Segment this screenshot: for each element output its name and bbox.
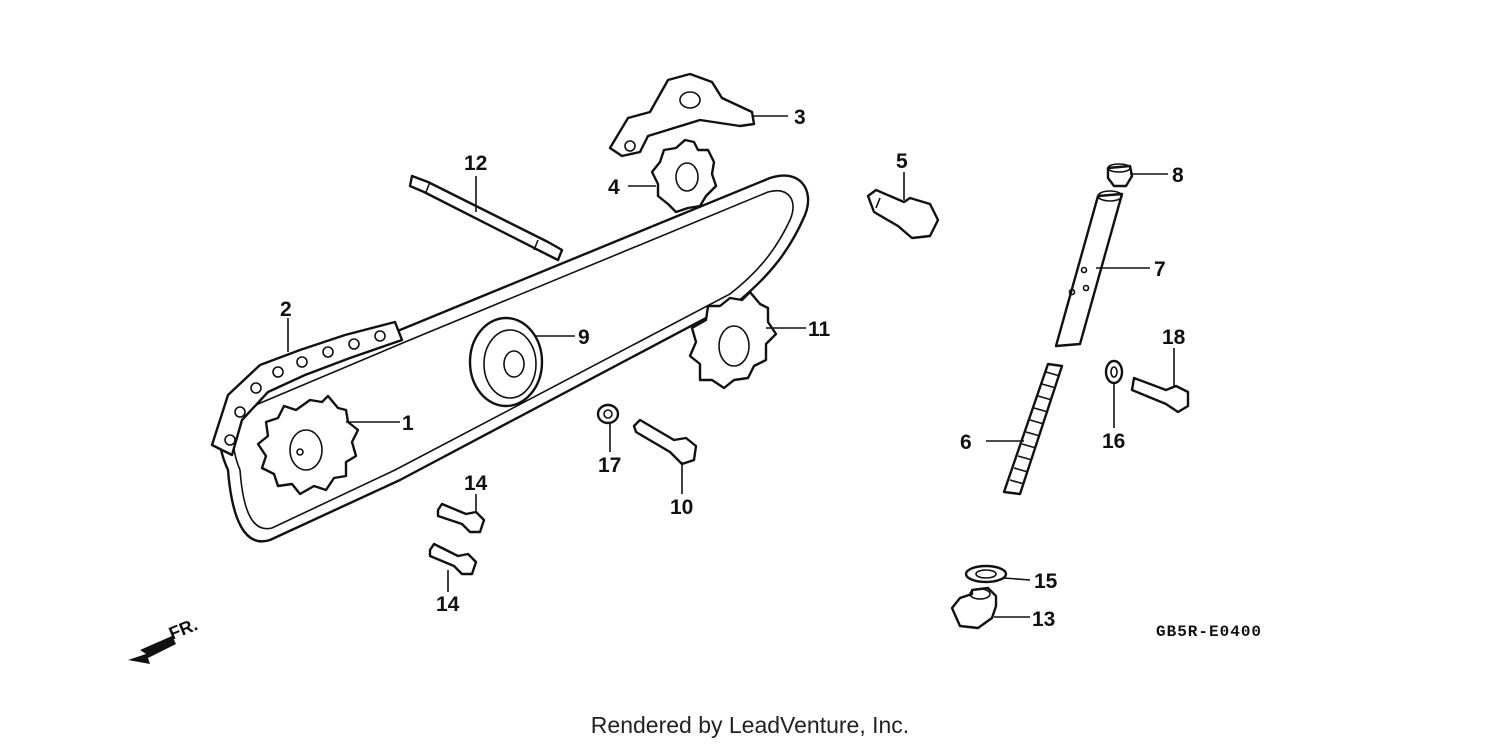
rod-cap xyxy=(1106,163,1134,188)
callout-11: 11 xyxy=(808,318,831,341)
callout-9: 9 xyxy=(578,326,590,349)
bolt-14-upper xyxy=(436,502,486,534)
tensioner-arm-bracket xyxy=(608,72,756,158)
cam-chain-links xyxy=(210,320,404,457)
callout-6: 6 xyxy=(960,431,972,454)
callout-14-lower: 14 xyxy=(436,593,460,616)
guide-roller xyxy=(468,316,544,408)
flange-bolt-10 xyxy=(632,418,698,466)
bolt-14-lower xyxy=(428,542,478,576)
callout-3: 3 xyxy=(794,106,806,129)
callout-2: 2 xyxy=(280,298,292,321)
callout-1: 1 xyxy=(402,412,414,435)
washer-16 xyxy=(1104,359,1124,385)
callout-17: 17 xyxy=(598,454,621,477)
render-credit: Rendered by LeadVenture, Inc. xyxy=(590,712,910,738)
idler-sprocket xyxy=(688,290,778,390)
callout-10: 10 xyxy=(670,496,693,519)
washer-17 xyxy=(596,403,620,425)
callout-4: 4 xyxy=(608,176,620,199)
front-direction-arrow: FR. xyxy=(128,614,200,664)
front-direction-label: FR. xyxy=(166,614,200,643)
callout-18: 18 xyxy=(1162,326,1186,349)
callout-12: 12 xyxy=(464,152,487,175)
flange-bolt-18 xyxy=(1130,376,1190,414)
callout-13: 13 xyxy=(1032,608,1055,631)
callout-7: 7 xyxy=(1154,258,1166,281)
callout-15: 15 xyxy=(1034,570,1058,593)
tensioner-push-rod xyxy=(1054,190,1124,348)
sealing-plug-bolt xyxy=(950,586,998,630)
tensioner-spring xyxy=(1002,362,1064,496)
callout-14-upper: 14 xyxy=(464,472,488,495)
diagram-code: GB5R-E0400 xyxy=(1156,623,1262,641)
tensioner-sprocket xyxy=(650,138,718,214)
leader-lines xyxy=(287,115,1175,618)
callout-16: 16 xyxy=(1102,430,1125,453)
callout-5: 5 xyxy=(896,150,908,173)
tensioner-pivot-shaft xyxy=(408,174,564,262)
special-bolt xyxy=(866,188,940,240)
sealing-washer xyxy=(964,564,1008,584)
callout-8: 8 xyxy=(1172,164,1184,187)
drive-sprocket xyxy=(256,394,360,496)
